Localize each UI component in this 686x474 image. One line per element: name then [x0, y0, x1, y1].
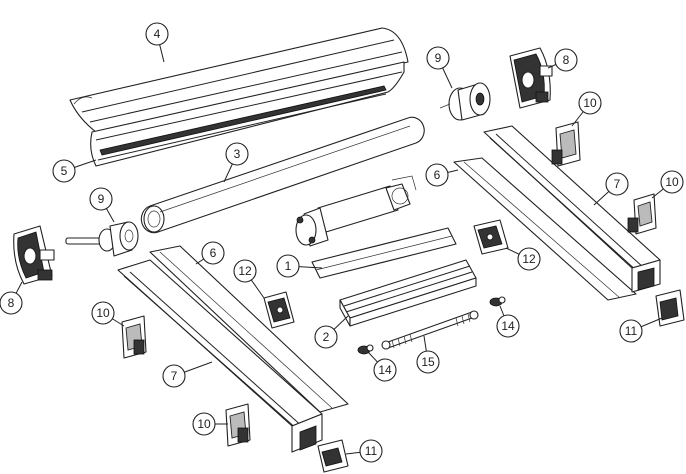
callout-circle	[426, 46, 450, 70]
callout-c10c: 10	[651, 170, 684, 199]
callout-circle	[225, 142, 249, 166]
callout-c7b: 7	[593, 172, 629, 206]
callout-c11b: 11	[619, 317, 663, 343]
callout-c6b: 6	[425, 163, 459, 187]
callout-number: 7	[614, 177, 621, 191]
callout-number: 4	[154, 27, 161, 41]
part-end-cap-right	[509, 47, 553, 109]
callout-c14a: 14	[367, 351, 397, 382]
callout-circle	[233, 259, 257, 283]
callout-number: 10	[197, 417, 211, 431]
callout-number: 12	[238, 264, 252, 278]
callout-circle	[605, 172, 629, 196]
part-clip-2	[627, 193, 657, 235]
callout-number: 6	[434, 168, 441, 182]
callout-c8a: 8	[0, 281, 23, 315]
callout-circle	[91, 301, 115, 325]
callout-c1: 1	[276, 254, 323, 278]
callout-number: 10	[665, 175, 679, 189]
callout-c12a: 12	[233, 259, 265, 299]
callout-circle	[496, 314, 520, 338]
part-guide-rail-right	[483, 125, 661, 293]
callout-c10b: 10	[571, 91, 602, 127]
part-end-cap-left	[13, 225, 55, 285]
part-hook-right	[489, 296, 506, 307]
part-clip-1	[551, 121, 581, 167]
callout-number: 6	[210, 246, 217, 260]
callout-c5: 5	[52, 159, 97, 183]
callout-number: 1	[285, 259, 292, 273]
callout-circle	[660, 170, 684, 194]
callout-circle	[425, 163, 449, 187]
callout-number: 8	[563, 53, 570, 67]
part-rail-cap-left	[317, 439, 349, 473]
callout-c14b: 14	[496, 305, 520, 338]
callout-number: 9	[435, 51, 442, 65]
part-bottom-bar	[339, 259, 477, 327]
callout-circle	[416, 350, 440, 374]
part-end-plug-right	[439, 82, 491, 121]
callout-number: 9	[98, 192, 105, 206]
callout-c9b: 9	[426, 46, 453, 89]
part-hook-left	[357, 344, 374, 355]
callout-circle	[89, 187, 113, 211]
callout-number: 11	[625, 324, 638, 338]
callout-circle	[52, 159, 76, 183]
callout-c10d: 10	[192, 412, 228, 436]
callout-circle	[276, 254, 300, 278]
callout-number: 14	[501, 319, 515, 333]
callout-circle	[554, 48, 578, 72]
callout-circle	[517, 247, 541, 271]
callout-circle	[162, 364, 186, 388]
part-clip-4	[225, 403, 251, 447]
callout-number: 3	[234, 147, 241, 161]
callout-c2: 2	[314, 315, 349, 349]
callout-circle	[192, 412, 216, 436]
callout-circle	[619, 319, 643, 343]
callout-c9a: 9	[89, 187, 115, 223]
callout-number: 7	[171, 369, 178, 383]
part-guide-strip-left	[149, 245, 349, 413]
callout-circle	[201, 241, 225, 265]
callout-c3: 3	[223, 142, 249, 183]
part-bracket-left	[263, 291, 295, 329]
part-bracket-right	[473, 219, 509, 255]
callout-number: 12	[522, 252, 536, 266]
callout-c11a: 11	[345, 439, 383, 463]
part-end-plug-left	[65, 221, 139, 257]
callout-circle	[145, 22, 169, 46]
callout-c15: 15	[416, 335, 440, 374]
part-tube-motor	[295, 175, 417, 247]
callout-number: 14	[378, 363, 392, 377]
callout-c7a: 7	[162, 361, 213, 388]
part-clip-3	[121, 315, 147, 359]
callout-c12b: 12	[505, 247, 541, 271]
callout-number: 2	[323, 330, 330, 344]
part-roller-tube	[140, 116, 425, 234]
callout-number: 10	[583, 96, 597, 110]
callout-number: 5	[61, 164, 68, 178]
callout-c8b: 8	[547, 48, 578, 72]
callout-number: 11	[365, 444, 378, 458]
part-cover-hood	[69, 27, 409, 133]
part-rail-cap-right	[655, 289, 685, 327]
callout-c4: 4	[145, 22, 169, 63]
callout-circle	[359, 439, 383, 463]
callout-number: 10	[96, 306, 110, 320]
part-box-casing	[90, 61, 405, 167]
part-guide-rail-left	[117, 259, 323, 453]
callout-c6a: 6	[195, 241, 225, 265]
callout-circle	[314, 325, 338, 349]
callout-circle	[0, 291, 23, 315]
callout-number: 8	[8, 296, 15, 310]
callout-circle	[373, 358, 397, 382]
callout-number: 15	[421, 355, 435, 369]
callout-circle	[578, 91, 602, 115]
part-spring	[381, 310, 479, 350]
part-guide-strip-right	[453, 157, 637, 301]
callout-c10a: 10	[91, 301, 125, 327]
part-bottom-slat	[311, 227, 457, 279]
